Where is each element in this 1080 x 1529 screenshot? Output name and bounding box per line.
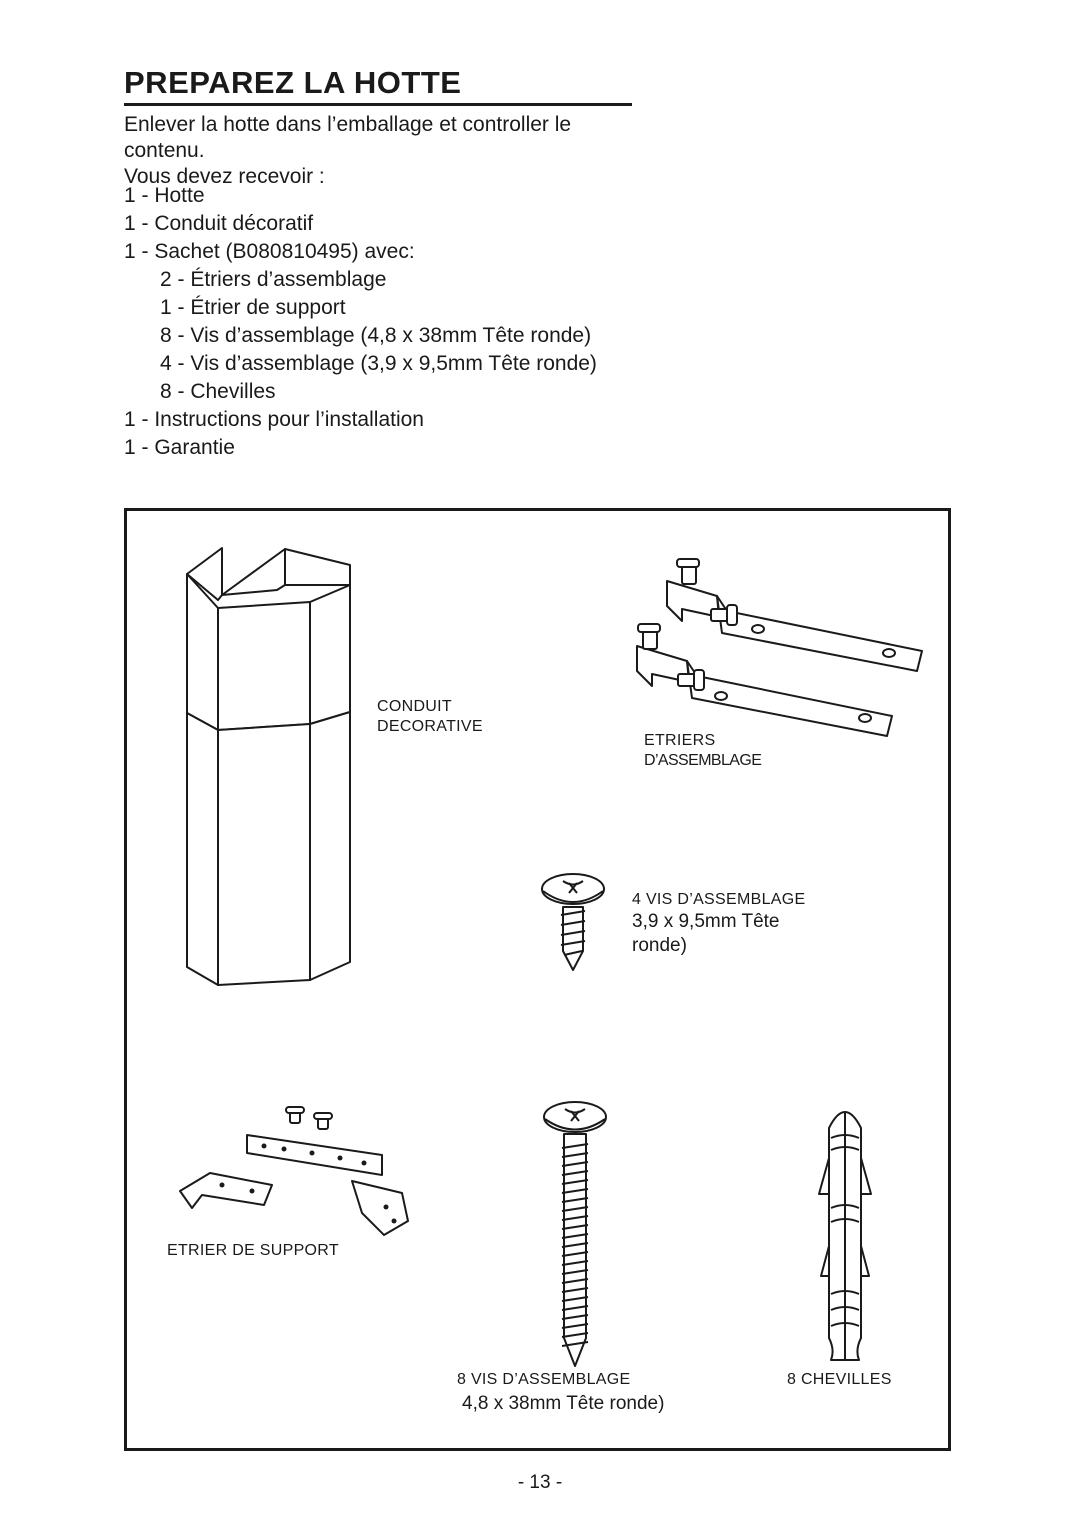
- thread-line: [561, 1233, 589, 1239]
- thread-line: [561, 1179, 589, 1185]
- list-item: 8 - Chevilles: [160, 380, 276, 403]
- thread-line: [561, 1215, 589, 1221]
- small-screw-label: 4 VIS D’ASSEMBLAGE: [632, 891, 806, 908]
- list-item: 1 - Conduit décoratif: [124, 212, 314, 235]
- thread-line: [561, 1152, 589, 1158]
- list-item: 1 - Sachet (B080810495) avec:: [124, 240, 415, 263]
- brackets-label: D’ASSEMBLAGE: [644, 752, 762, 769]
- contents-list: 1 - Hotte 1 - Conduit décoratif 1 - Sach…: [124, 182, 597, 462]
- small-screw-size: 3,9 x 9,5mm Tête: [632, 911, 780, 932]
- long-screw-label: 8 VIS D’ASSEMBLAGE: [457, 1371, 631, 1388]
- thread-line: [561, 1269, 589, 1275]
- thread-line: [561, 1197, 589, 1203]
- small-screw-size: ronde): [632, 935, 687, 956]
- assembly-brackets-illustration: [636, 558, 923, 737]
- list-item: 2 - Étriers d’assemblage: [160, 268, 387, 291]
- thread-line: [561, 1296, 589, 1302]
- list-item: 1 - Instructions pour l’installation: [124, 408, 424, 431]
- thread-line: [561, 1161, 589, 1167]
- list-item: 1 - Garantie: [124, 436, 235, 459]
- brackets-label: ETRIERS: [644, 732, 716, 749]
- long-screw-illustration: [543, 1101, 607, 1367]
- intro-line-unpack: Enlever la hotte dans l’emballage et con…: [124, 113, 572, 162]
- thread-line: [561, 1242, 589, 1248]
- thread-line: [561, 1332, 589, 1338]
- support-bracket-label: ETRIER DE SUPPORT: [167, 1242, 339, 1259]
- thread-line: [561, 1278, 589, 1284]
- list-item: 1 - Étrier de support: [160, 296, 346, 319]
- thread-line: [561, 1341, 589, 1347]
- thread-line: [561, 1323, 589, 1329]
- thread-line: [561, 1251, 589, 1257]
- thread-line: [561, 1170, 589, 1176]
- thread-line: [561, 1143, 589, 1149]
- parts-figure: CONDUIT DECORATIVE ETRIERS D’ASSEMBLAGE: [124, 508, 951, 1451]
- list-item: 8 - Vis d’assemblage (4,8 x 38mm Tête ro…: [160, 324, 592, 347]
- decorative-duct-illustration: [186, 547, 351, 986]
- intro-text: Enlever la hotte dans l’emballage et con…: [124, 112, 644, 190]
- duct-label: CONDUIT: [377, 698, 452, 715]
- list-item: 1 - Hotte: [124, 184, 205, 207]
- thread-line: [561, 1260, 589, 1266]
- thread-line: [561, 1206, 589, 1212]
- wall-anchor-label: 8 CHEVILLES: [787, 1371, 892, 1388]
- thread-line: [561, 1305, 589, 1311]
- screw-thread: [561, 1143, 589, 1347]
- thread-line: [561, 1287, 589, 1293]
- page-number: - 13 -: [517, 1472, 563, 1493]
- intro-line-receive: Vous devez recevoir :: [124, 165, 325, 188]
- duct-label: DECORATIVE: [377, 718, 483, 735]
- page-title: PREPAREZ LA HOTTE: [124, 64, 632, 106]
- thread-line: [561, 1314, 589, 1320]
- wall-anchor-illustration: [818, 1111, 872, 1361]
- small-screw-illustration: [541, 873, 605, 971]
- list-item: 4 - Vis d’assemblage (3,9 x 9,5mm Tête r…: [160, 352, 597, 375]
- support-bracket-illustration: [179, 1106, 409, 1236]
- thread-line: [561, 1224, 589, 1230]
- thread-line: [561, 1188, 589, 1194]
- long-screw-size: 4,8 x 38mm Tête ronde): [462, 1393, 665, 1414]
